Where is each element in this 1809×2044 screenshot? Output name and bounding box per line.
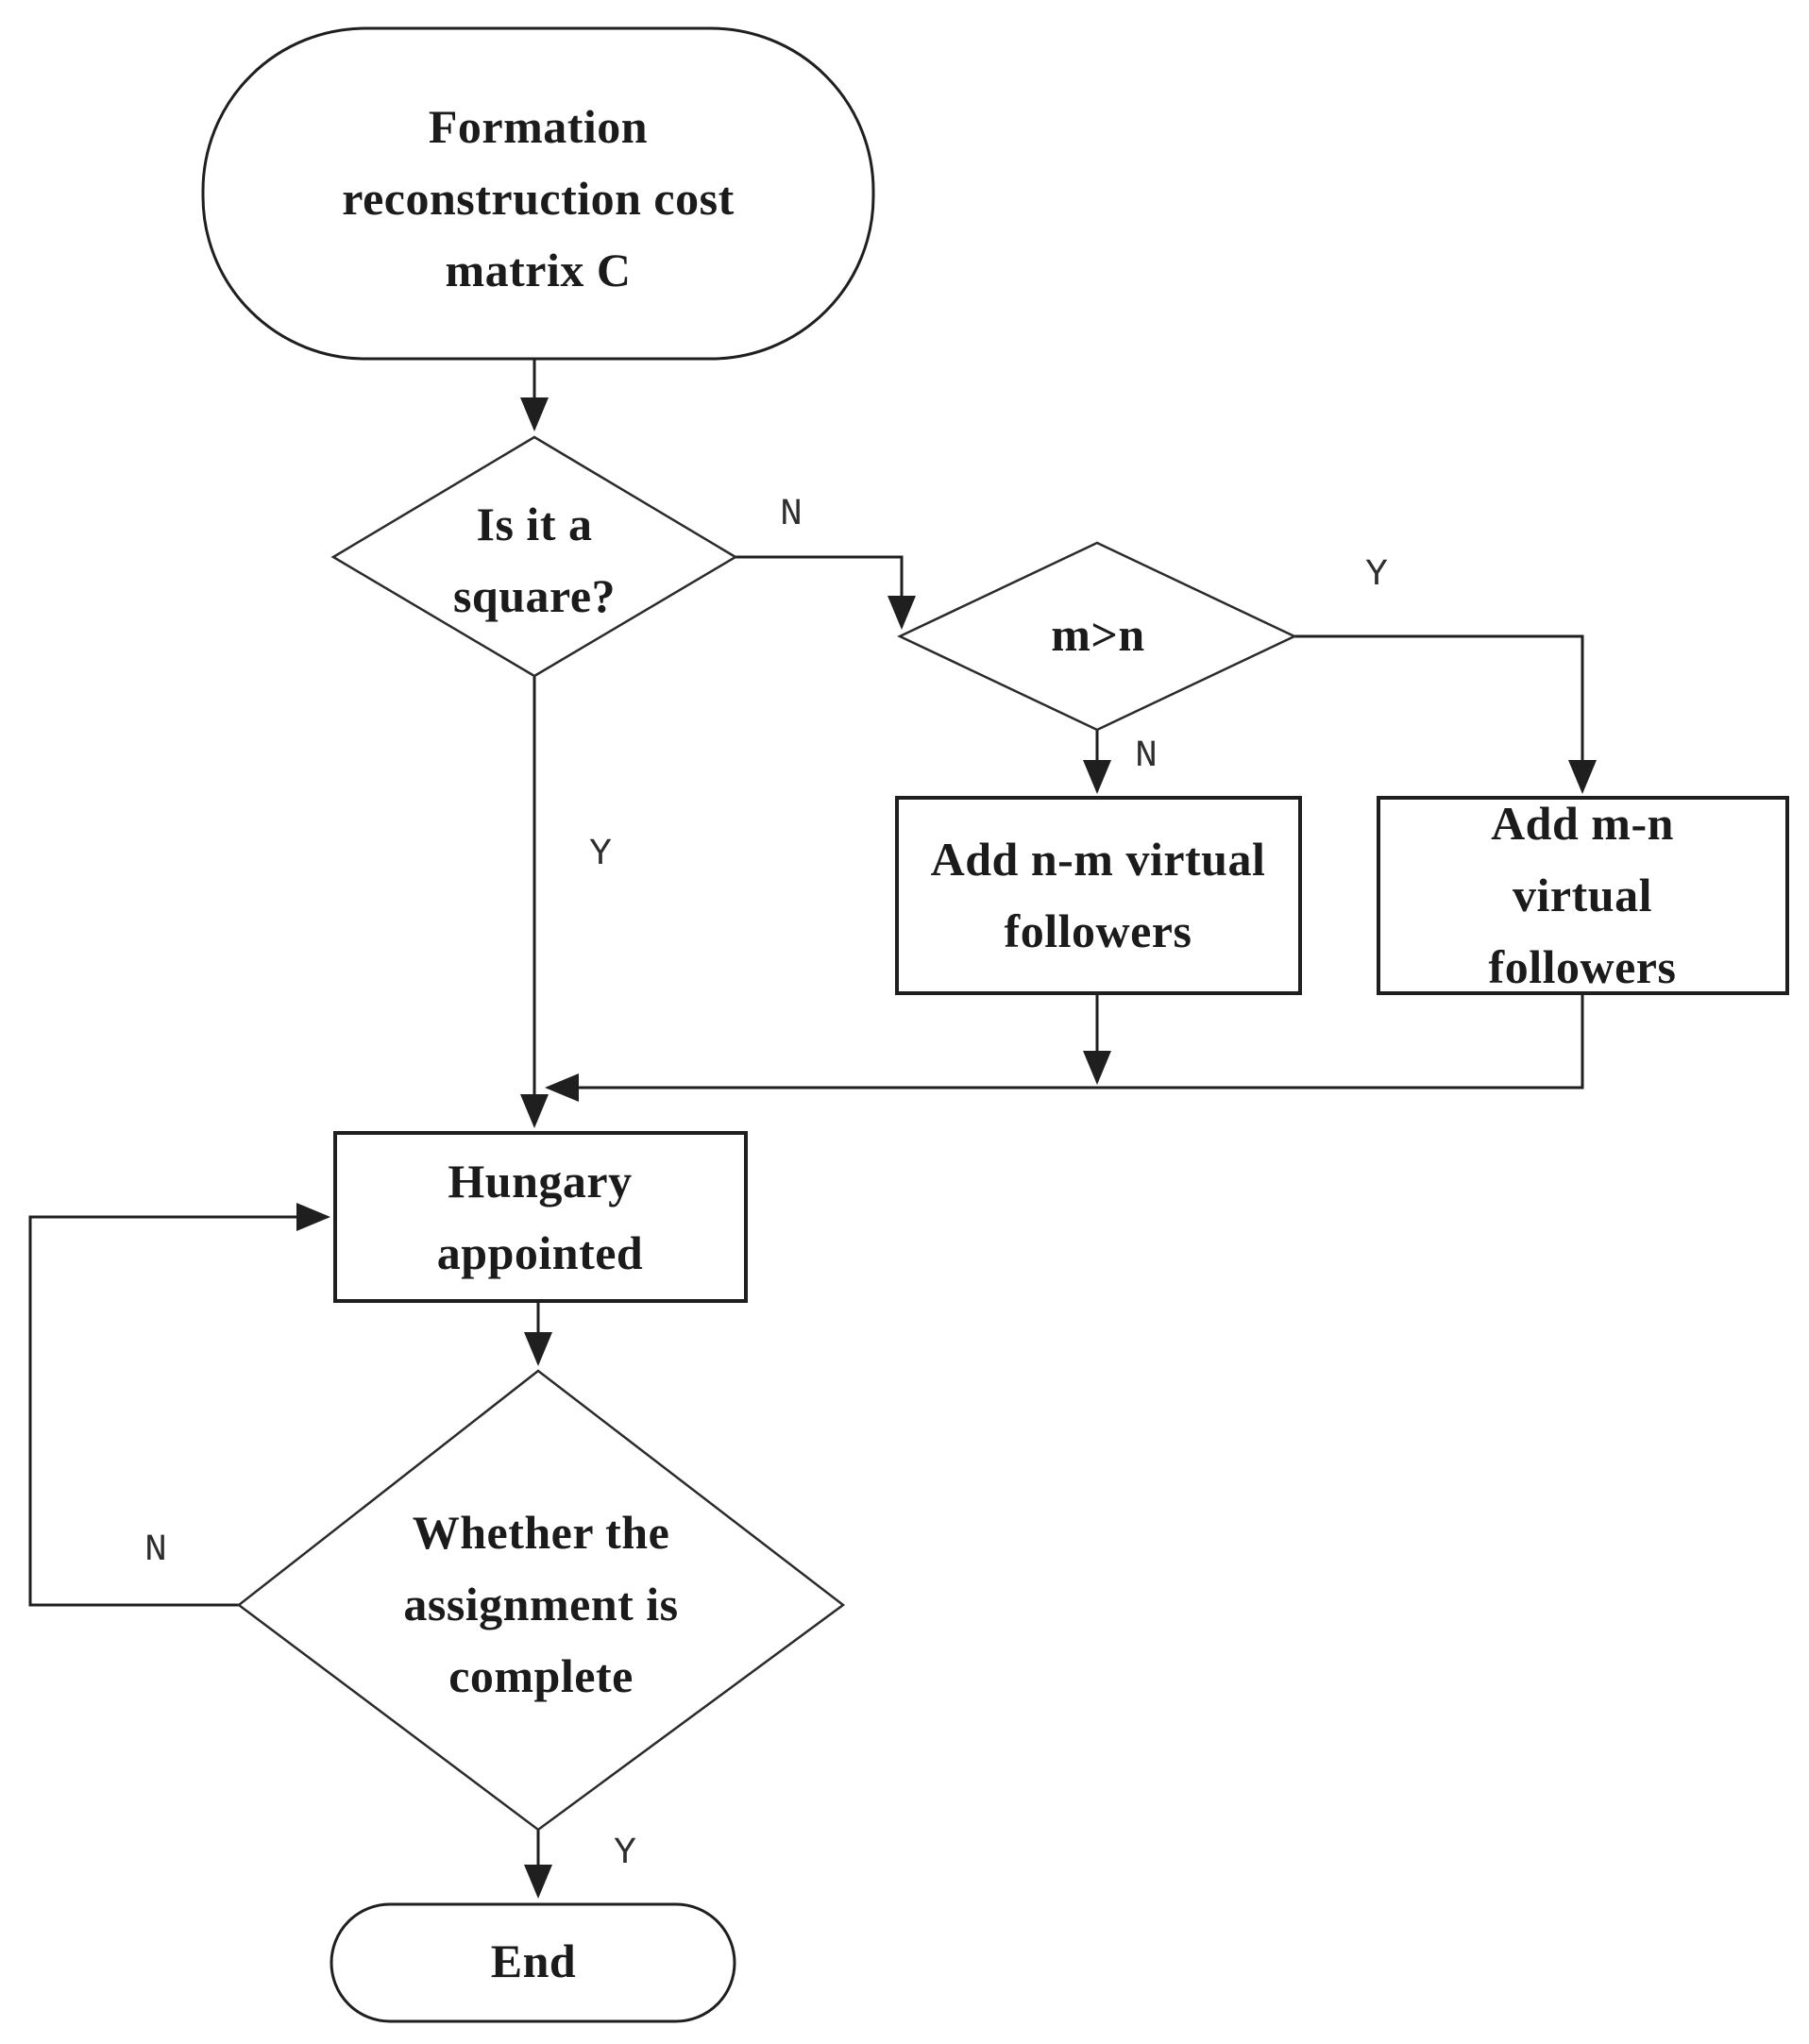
edge-is-square-no-to-mgtn xyxy=(735,555,916,630)
process-add-mn-shape xyxy=(1377,796,1789,995)
decision-mgtn-shape xyxy=(897,541,1297,732)
edge-label-is-square-yes: Y xyxy=(588,834,613,876)
process-add-nm-shape xyxy=(895,796,1302,995)
decision-complete-shape xyxy=(236,1369,846,1832)
edge-label-complete-no: N xyxy=(144,1529,168,1572)
process-hungary-shape xyxy=(333,1131,748,1303)
is-square-label: Is it a square? xyxy=(452,498,617,622)
edge-label-is-square-no: N xyxy=(779,494,803,536)
edge-label-complete-yes: Y xyxy=(613,1833,637,1875)
decision-is-square-shape xyxy=(330,435,738,678)
edge-label-mgtn-yes: Y xyxy=(1364,554,1389,597)
edge-add-mn-merge-to-main xyxy=(545,993,1584,1102)
edge-complete-no-feedback xyxy=(28,1203,330,1607)
start-label: Formation reconstruction cost matrix C xyxy=(342,100,735,296)
edge-label-mgtn-no: N xyxy=(1134,735,1158,778)
complete-label: Whether the assignment is complete xyxy=(403,1506,679,1702)
mgtn-label: m>n xyxy=(1051,608,1145,661)
add-nm-label: Add n-m virtual followers xyxy=(930,833,1266,957)
edge-mgtn-yes-to-add-mn xyxy=(1294,634,1597,794)
start-terminator-shape xyxy=(201,26,875,361)
end-label: End xyxy=(490,1934,577,1987)
hungary-label: Hungary appointed xyxy=(436,1155,644,1279)
add-mn-label: Add m-n virtual followers xyxy=(1488,797,1677,993)
end-terminator-shape xyxy=(330,1902,736,2023)
